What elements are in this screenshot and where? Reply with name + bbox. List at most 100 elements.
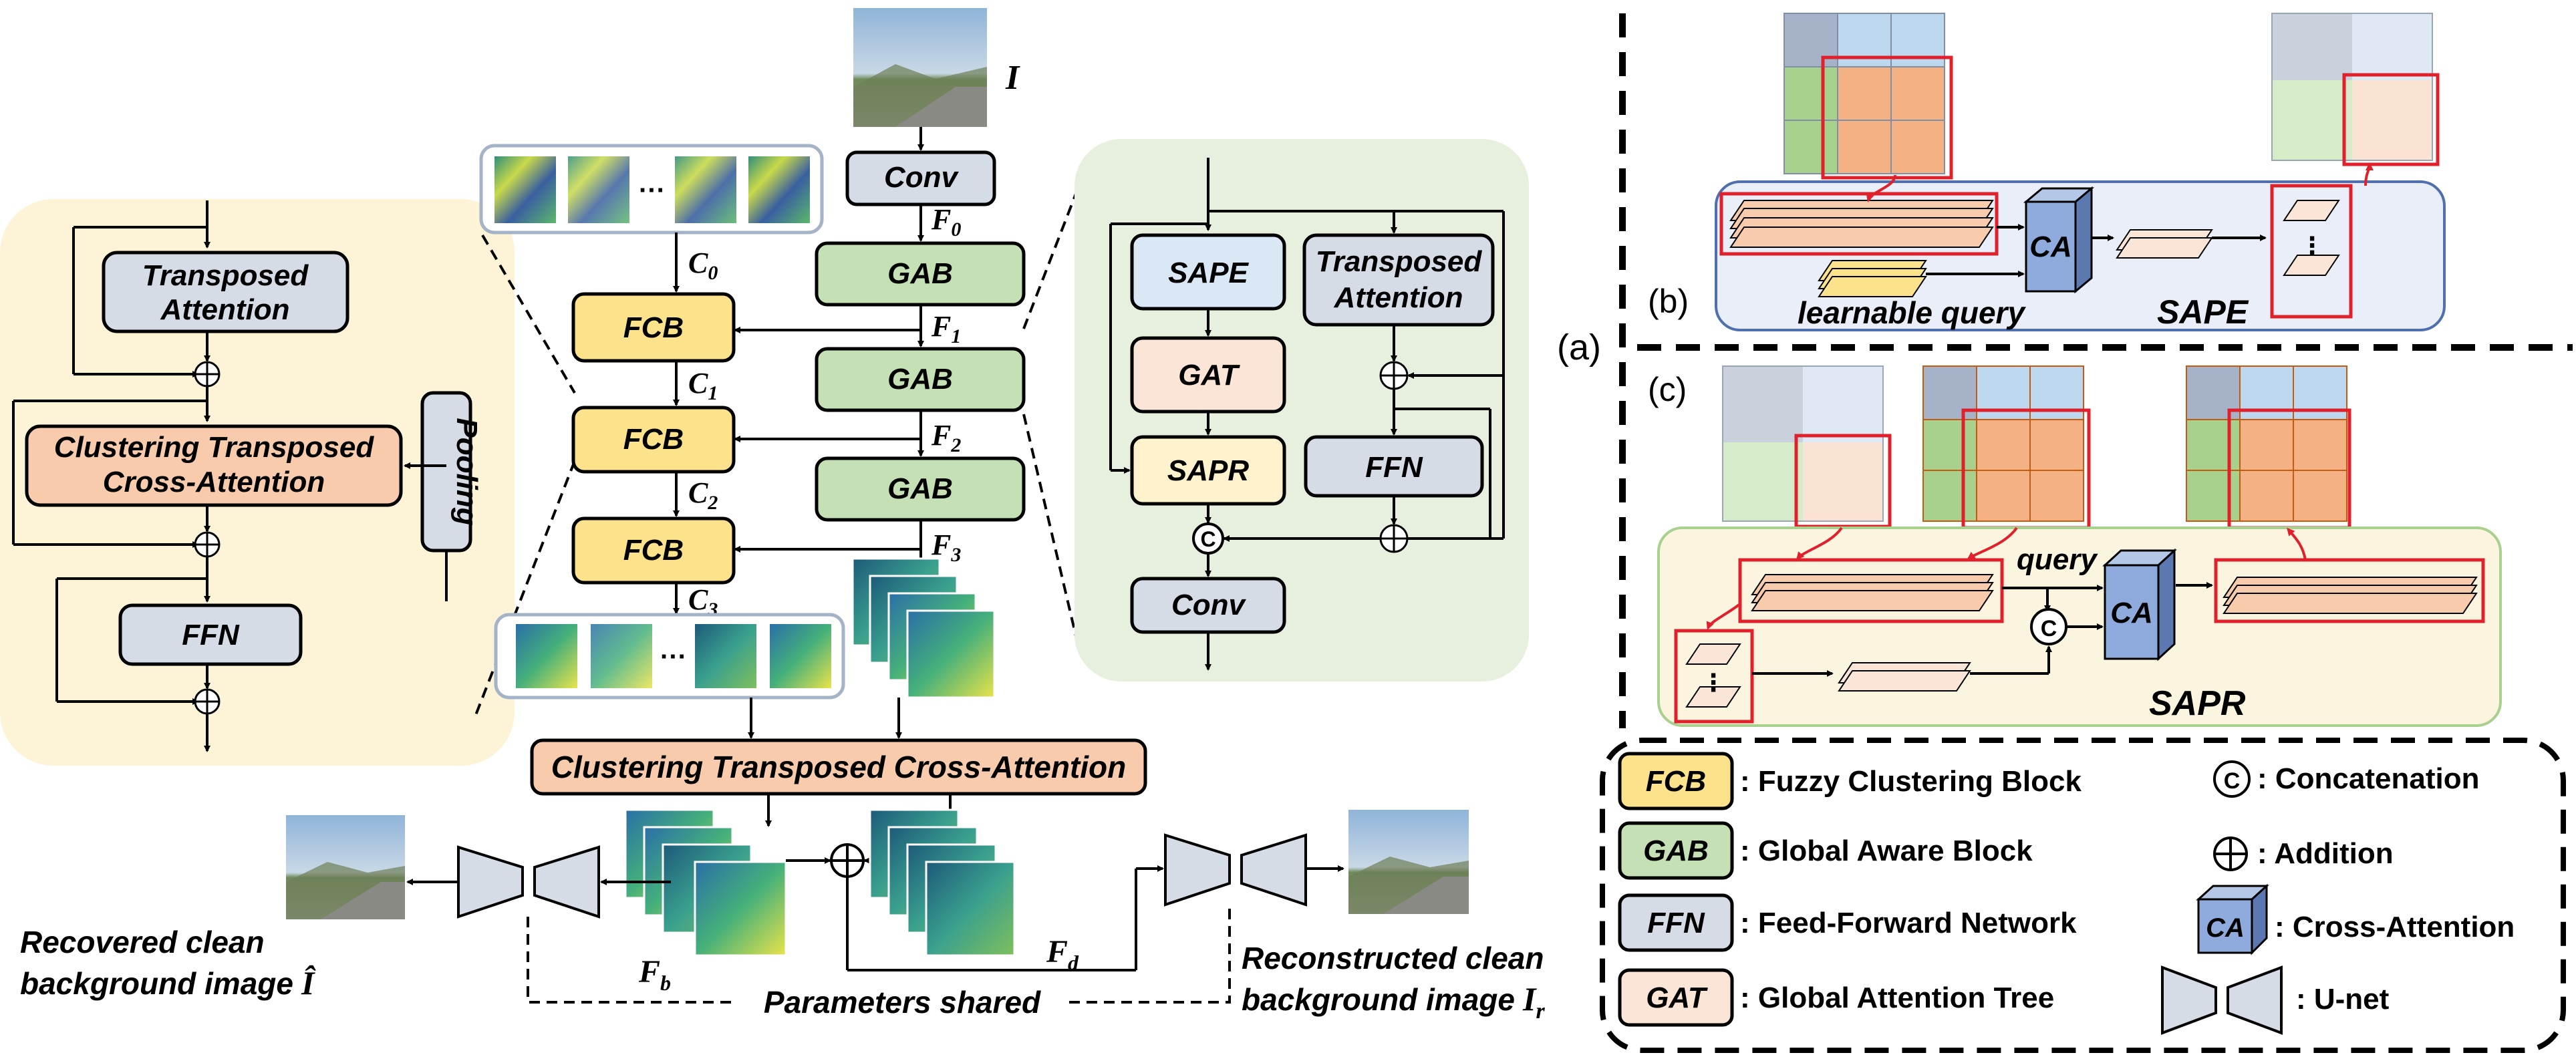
legend-fcb-abbr: FCB [1646, 765, 1706, 798]
f3-label: F3 [931, 528, 961, 566]
sapr-title: SAPR [2149, 684, 2246, 723]
feature-stack-fd [869, 808, 1016, 957]
legend-add-text: : Addition [2257, 837, 2394, 870]
transposed-attention-box [102, 251, 349, 333]
legend-gat-swatch [1618, 968, 1734, 1027]
fcb-label-1: FCB [623, 311, 684, 344]
reconstructed-image [1348, 810, 1469, 914]
ctca-left-label-2: Cross-Attention [103, 466, 325, 498]
gab-transposed-label-1: Transposed [1316, 245, 1483, 278]
add-circle-gab-1 [1379, 361, 1409, 390]
fd-label: Fd [1046, 934, 1079, 975]
ffn-left-label: FFN [182, 619, 240, 651]
ctca-left-label-1: Clustering Transposed [54, 431, 375, 464]
legend-concat-symbol-text: C [2224, 768, 2241, 794]
ctca-box-main [530, 738, 1147, 796]
add-circle-2 [194, 531, 221, 558]
recovered-image [286, 815, 405, 919]
f2-label: F2 [931, 419, 961, 456]
fcb-label-2: FCB [623, 423, 684, 456]
noise-patches-top [479, 144, 824, 235]
params-shared-label: Parameters shared [764, 985, 1041, 1020]
legend-add-symbol [2213, 837, 2248, 871]
ctca-main-label: Clustering Transposed Cross-Attention [551, 750, 1126, 784]
transposed-attention-label-2: Attention [160, 293, 289, 326]
unet-right [1164, 833, 1307, 907]
sape-section: CA [1715, 13, 2446, 331]
gab-conv-label: Conv [1171, 589, 1247, 621]
gab-ffn-label: FFN [1365, 451, 1423, 484]
transposed-attention-label-1: Transposed [142, 259, 309, 292]
gat-label: GAT [1178, 359, 1240, 392]
legend-gab-abbr: GAB [1643, 835, 1709, 867]
c0-label: C0 [688, 247, 718, 284]
concat-circle-sapr: C [2030, 608, 2067, 645]
ca-cube-sapr [2102, 548, 2177, 661]
gab-transposed-box [1302, 233, 1495, 327]
ctca-box-left [25, 424, 403, 507]
legend-gab-swatch [1618, 821, 1734, 880]
noise-bottom-ellipsis: ··· [660, 642, 687, 671]
sapr-section: C [1657, 365, 2502, 727]
legend-ffn-abbr: FFN [1647, 907, 1705, 939]
unet-left [457, 845, 600, 919]
feature-stack-f3 [851, 557, 996, 699]
label-b: (b) [1648, 283, 1689, 320]
svg-text:C: C [2041, 616, 2057, 641]
legend-gab-text: : Global Aware Block [1740, 835, 2033, 867]
sape-ellipsis: ⋮ [2300, 232, 2324, 259]
conv-label: Conv [884, 161, 960, 194]
legend-concat-text: : Concatenation [2257, 762, 2479, 795]
gab-label-2: GAB [887, 363, 953, 396]
fb-label: Fb [638, 954, 671, 995]
gab-label-1: GAB [887, 257, 953, 290]
ca-label-sapr: CA [2110, 597, 2153, 629]
concat-circle-gab: C [1192, 522, 1224, 555]
f1-label: F1 [931, 310, 961, 347]
sapr-ellipsis: ⋮ [1701, 669, 1725, 696]
legend-fcb-text: : Fuzzy Clustering Block [1740, 765, 2082, 798]
sape-label: SAPE [1168, 257, 1249, 289]
label-a: (a) [1557, 327, 1601, 367]
fcb-detail-panel: Transposed Attention Clustering Transpos… [0, 199, 515, 766]
fcb-box-2 [571, 406, 736, 474]
ca-label-sape: CA [2029, 231, 2072, 263]
legend-ffn-swatch [1618, 893, 1734, 952]
recovered-line-1: Recovered clean [20, 925, 265, 959]
ca-cube-sape [2023, 186, 2095, 294]
add-circle-1 [194, 361, 221, 388]
fcb-box-3 [571, 516, 736, 585]
label-c: (c) [1648, 371, 1687, 408]
legend-unet-text: : U-net [2296, 983, 2390, 1016]
legend-ca-text: : Cross-Attention [2275, 911, 2515, 943]
ffn-box-left [118, 603, 303, 666]
legend [1600, 738, 2566, 1053]
pooling-label: Pooling [450, 418, 483, 525]
reconstructed-line-1: Reconstructed clean [1242, 941, 1544, 975]
gab-label-3: GAB [887, 472, 953, 505]
legend-unet [2161, 965, 2283, 1035]
c1-label: C1 [688, 367, 718, 404]
add-circle-gab-2 [1379, 524, 1409, 553]
f0-label: F0 [931, 203, 961, 241]
sape-title: SAPE [2157, 293, 2249, 331]
add-circle-3 [194, 688, 221, 715]
input-label: I [1005, 59, 1020, 97]
legend-ca-cube [2196, 883, 2269, 955]
legend-concat-symbol [2213, 760, 2251, 798]
fcb-label-3: FCB [623, 534, 684, 567]
svg-text:C: C [1200, 527, 1215, 551]
sapr-label: SAPR [1167, 454, 1249, 487]
fcb-box-1 [571, 292, 736, 363]
c2-label: C2 [688, 476, 718, 514]
legend-gat-abbr: GAT [1646, 981, 1708, 1014]
legend-fcb-swatch [1618, 752, 1734, 810]
legend-ca-abbr: CA [2206, 913, 2245, 943]
noise-top-ellipsis: ··· [639, 176, 666, 205]
query-label: query [2017, 543, 2098, 576]
input-image [853, 8, 987, 127]
gab-transposed-label-2: Attention [1333, 281, 1463, 314]
